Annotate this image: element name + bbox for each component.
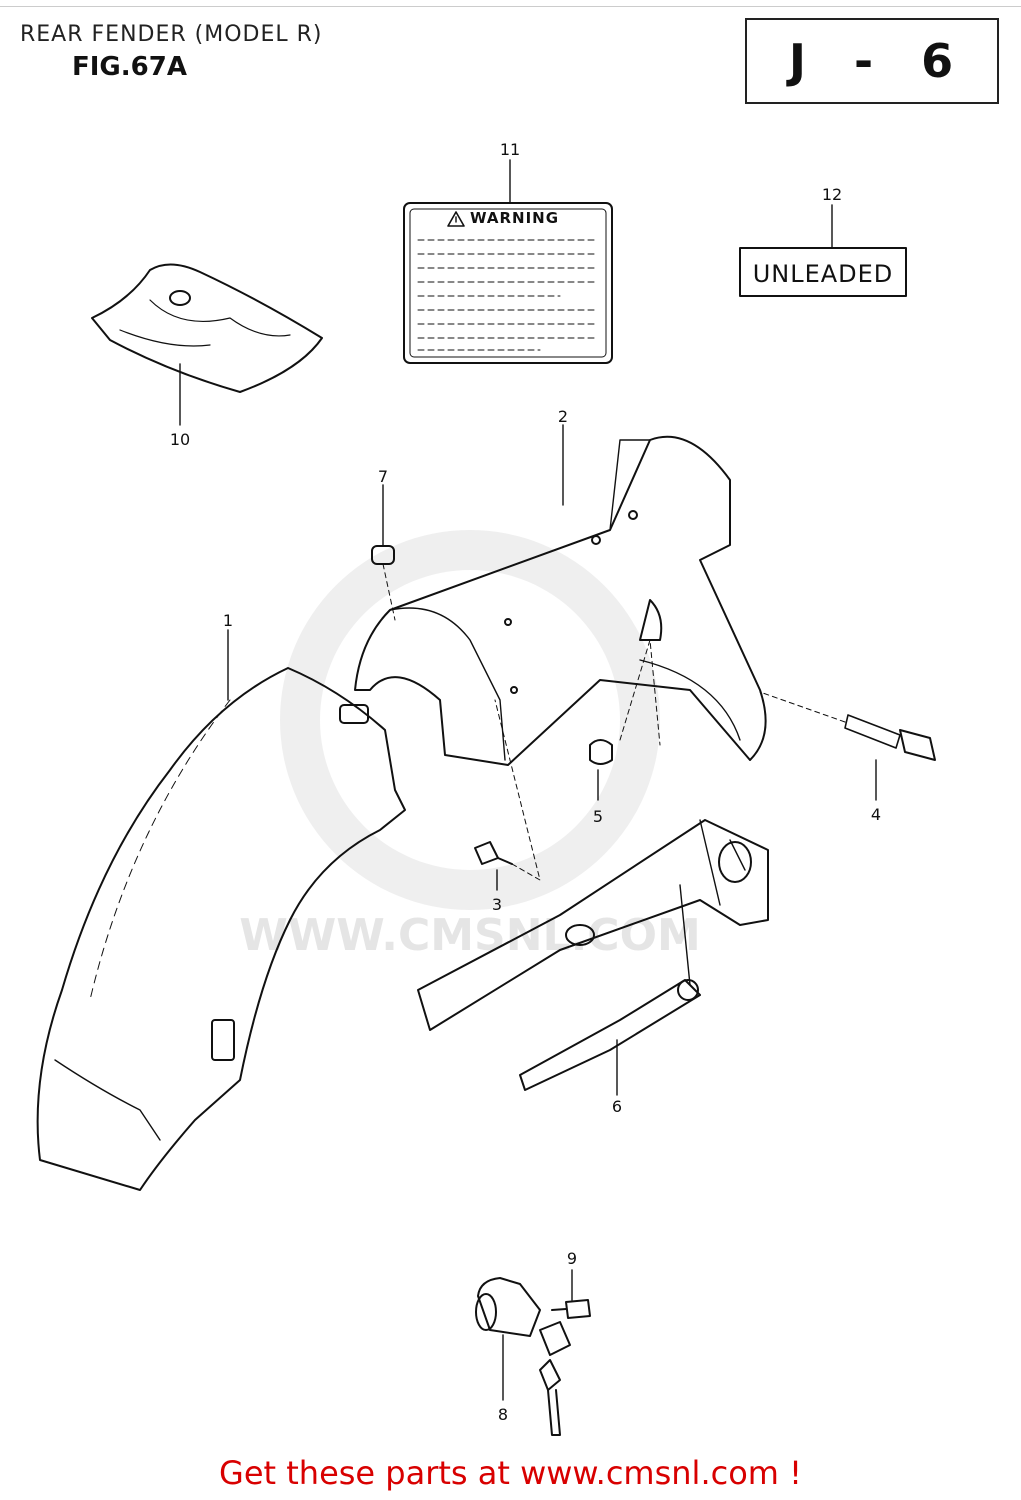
callout-5: 5 — [593, 807, 603, 826]
rear-fender-cover-outline — [354, 435, 767, 766]
callout-10: 10 — [170, 430, 190, 449]
cushion-5-part — [589, 639, 661, 801]
watermark-inner-circle — [320, 570, 620, 870]
helmet-lock-body — [477, 1277, 541, 1337]
rear-fender-tab — [339, 704, 369, 724]
rear-fender-part — [36, 629, 406, 1191]
tool-bag-fold-2 — [119, 329, 211, 347]
fender-bracket-side — [699, 819, 746, 906]
assembly-line-4 — [759, 691, 846, 723]
page-title: REAR FENDER (MODEL R) — [20, 22, 323, 47]
tool-bag-part — [91, 263, 323, 426]
callout-1: 1 — [223, 611, 233, 630]
assembly-line-5 — [619, 639, 661, 746]
tool-bag-outline — [91, 263, 323, 393]
screw-9-head — [565, 1299, 591, 1319]
figure-label: FIG.67A — [72, 52, 187, 82]
top-rule — [0, 6, 1021, 7]
fender-bracket-strut — [679, 884, 691, 986]
warning-label-title: WARNING — [470, 209, 559, 227]
bolt-4-head — [899, 729, 936, 761]
unleaded-label-text: UNLEADED — [753, 260, 894, 288]
fender-bracket-mount — [565, 924, 595, 946]
callout-9: 9 — [567, 1249, 577, 1268]
warning-text-lines — [417, 239, 597, 351]
key-2-blade — [547, 1389, 561, 1436]
tool-bag-snap — [169, 290, 191, 306]
callout-12: 12 — [822, 185, 842, 204]
unleaded-label-outline — [739, 247, 907, 297]
helmet-lock-part — [475, 1277, 571, 1436]
fender-bracket-part — [417, 819, 769, 1096]
warning-label-outline — [403, 202, 613, 364]
key-1-bow — [539, 1321, 571, 1356]
callout-4: 4 — [871, 805, 881, 824]
bolt-3-part — [474, 699, 541, 891]
watermark-text: WWW.CMSNL.COM — [239, 910, 701, 961]
section-code: J - 6 — [788, 34, 970, 88]
bolt-3-shaft — [497, 857, 513, 865]
callout-2: 2 — [558, 407, 568, 426]
callout-11: 11 — [500, 140, 520, 159]
fender-bracket-pivot — [677, 979, 699, 1001]
section-code-box: J - 6 — [745, 18, 999, 104]
rear-fender-cover-rear-edge — [609, 439, 651, 531]
cover-hole-4 — [510, 686, 518, 694]
rear-fender-cover-skirt — [639, 659, 741, 741]
cover-hole-1 — [591, 535, 601, 545]
watermark-logo: WWW.CMSNL.COM — [239, 530, 701, 961]
cushion-5-outline — [589, 739, 613, 765]
warning-label-part — [403, 159, 613, 364]
cover-hole-3 — [504, 618, 512, 626]
bolt-4-part — [759, 691, 936, 801]
key-2-bow — [539, 1359, 561, 1391]
exploded-parts-diagram: WWW.CMSNL.COM — [36, 140, 936, 1436]
screw-9-shaft — [551, 1308, 567, 1311]
cover-hole-2 — [628, 510, 638, 520]
footer-parts-link[interactable]: Get these parts at www.cmsnl.com ! — [219, 1454, 802, 1492]
rear-fender-cover-part — [354, 424, 767, 766]
rear-fender-lip — [54, 1059, 161, 1141]
fender-bracket-outline — [417, 819, 769, 1031]
callout-8: 8 — [498, 1405, 508, 1424]
tool-bag-fold — [149, 299, 291, 337]
cushion-7-part — [371, 484, 396, 621]
rear-fender-cover-ridge — [389, 607, 506, 761]
rear-fender-clip — [211, 1019, 235, 1061]
callout-7: 7 — [378, 467, 388, 486]
callout-6: 6 — [612, 1097, 622, 1116]
warning-triangle-icon — [447, 211, 465, 227]
helmet-lock-cylinder — [475, 1293, 497, 1331]
fender-bracket-hole — [718, 841, 752, 883]
rear-fender-cover-mount — [639, 599, 663, 641]
rear-fender-centerline — [89, 699, 231, 1001]
warning-label-inner — [409, 208, 607, 358]
unleaded-label-part — [739, 204, 907, 297]
bolt-4-threads — [844, 714, 901, 749]
screw-9-part — [551, 1269, 591, 1319]
rear-fender-outline — [36, 667, 406, 1191]
assembly-line-3 — [494, 699, 541, 881]
callout-3: 3 — [492, 895, 502, 914]
assembly-line-7 — [382, 563, 396, 621]
fender-bracket-lower-strip — [519, 979, 701, 1091]
